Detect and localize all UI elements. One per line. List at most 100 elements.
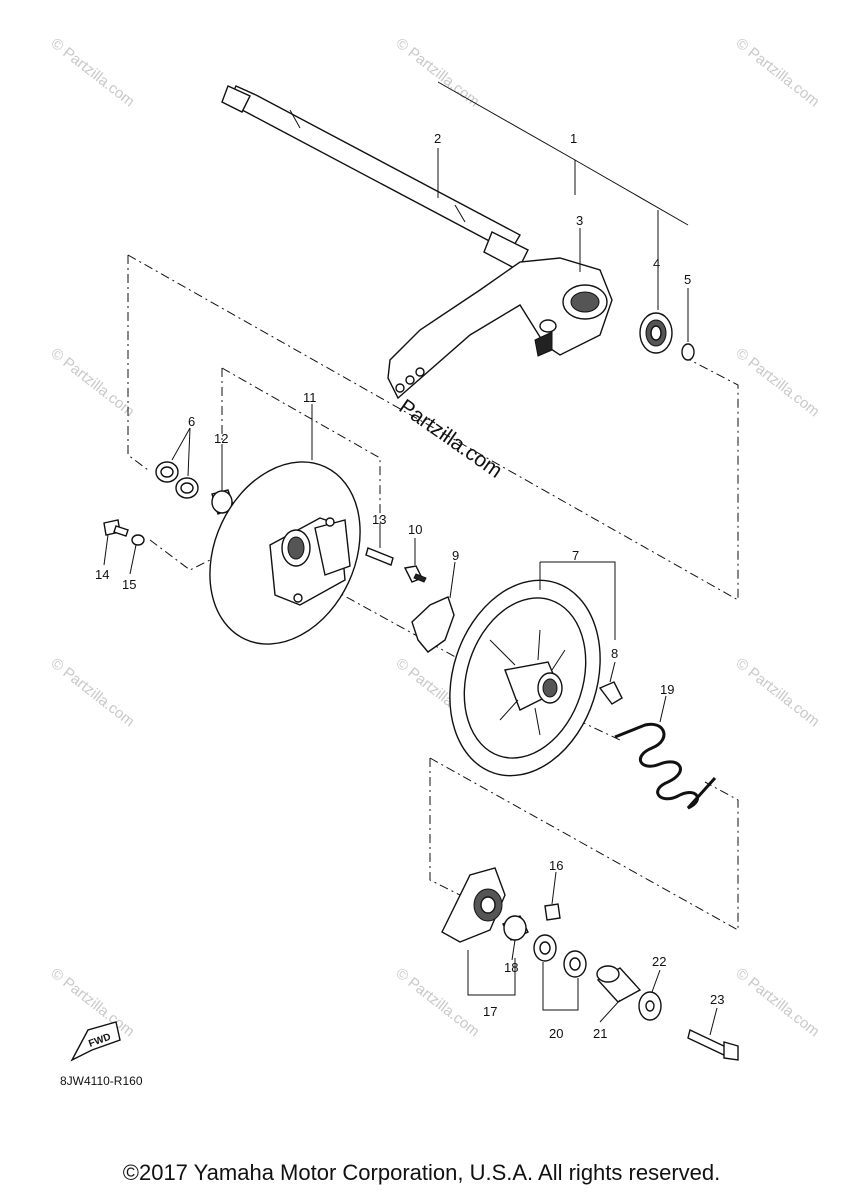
washer-22-hole [645, 1000, 655, 1012]
movable-rib [534, 707, 541, 736]
leader-20 [542, 962, 579, 1011]
part-washers-20 [533, 934, 587, 978]
fwd-arrow-shape [70, 1021, 121, 1062]
leader-7b [540, 561, 616, 640]
movable-rib [551, 649, 566, 671]
callout-6: 6 [188, 414, 195, 429]
callout-20: 20 [549, 1026, 563, 1041]
part-bolt-23 [687, 1029, 739, 1061]
nut-16-body [544, 903, 561, 921]
watermark: © Partzilla.com [393, 965, 483, 1041]
watermark: © Partzilla.com [733, 965, 823, 1041]
part-spring [614, 722, 717, 810]
sheave-bolt [325, 517, 335, 527]
leader-9 [449, 561, 456, 599]
axis-line-2 [329, 587, 471, 666]
leader-22 [651, 969, 661, 993]
callout-labels: 1 2 3 4 5 6 7 8 9 10 11 12 13 14 15 16 1… [95, 131, 724, 1041]
callout-13: 13 [372, 512, 386, 527]
movable-rib [489, 639, 516, 666]
callout-22: 22 [652, 954, 666, 969]
bushing-end [211, 490, 233, 514]
part-bushing-12 [211, 489, 235, 515]
axis-line-3 [559, 711, 621, 741]
movable-bore-inner [542, 678, 558, 698]
diagram-code: 8JW4110-R160 [60, 1074, 143, 1088]
part-bolt-14 [103, 519, 129, 537]
callout-18: 18 [504, 960, 518, 975]
part-circlip [681, 343, 695, 361]
leader-17 [467, 950, 516, 996]
watermark: © Partzilla.com [733, 345, 823, 421]
part-bearing [639, 312, 673, 354]
arm-body [387, 257, 613, 400]
arm-lug [539, 319, 557, 333]
callout-15: 15 [122, 577, 136, 592]
callout-21: 21 [593, 1026, 607, 1041]
leader-1b [574, 159, 689, 226]
watermark-layer: © Partzilla.com © Partzilla.com © Partzi… [48, 35, 823, 1041]
part-shaft [221, 85, 529, 271]
collar-end [596, 965, 620, 983]
arm-bore-inner [570, 291, 600, 313]
leader-16 [551, 871, 557, 905]
callout-8: 8 [611, 646, 618, 661]
part-stud [365, 547, 394, 566]
leader-19 [659, 695, 667, 723]
leader-18 [511, 939, 516, 961]
part-washer-22 [638, 991, 662, 1021]
frame-hub-top [221, 367, 381, 548]
bolt-23-shank [687, 1029, 729, 1057]
leader-8 [609, 661, 616, 683]
callout-3: 3 [576, 213, 583, 228]
washer-6a-hole [160, 466, 174, 478]
leader-21 [599, 999, 621, 1023]
callout-19: 19 [660, 682, 674, 697]
callout-1: 1 [570, 131, 577, 146]
part-fixed-sheave [209, 461, 361, 645]
leader-6b [187, 427, 191, 477]
shaft-ridge [454, 204, 466, 223]
spring-coils [614, 722, 717, 810]
callout-4: 4 [653, 256, 660, 271]
arm-hole [405, 375, 415, 385]
callout-7: 7 [572, 548, 579, 563]
frame-top-diagonal [127, 254, 739, 601]
watermark: © Partzilla.com [733, 35, 823, 111]
fwd-arrow: FWD [70, 1021, 121, 1062]
callout-2: 2 [434, 131, 441, 146]
part-washer-15 [131, 534, 145, 546]
stud-body [365, 547, 394, 566]
part-gasket [411, 596, 455, 653]
watermark: © Partzilla.com [48, 35, 138, 111]
part-washers-6 [155, 461, 199, 499]
frame-lower [429, 758, 471, 901]
part-bushing-18 [502, 915, 529, 941]
sheave-bolt [293, 593, 303, 603]
nut-thread [413, 573, 427, 583]
callout-9: 9 [452, 548, 459, 563]
leader-15 [129, 544, 137, 575]
copyright-notice: ©2017 Yamaha Motor Corporation, U.S.A. A… [122, 1160, 721, 1185]
part-movable-sheave [449, 579, 601, 777]
part-slider [598, 681, 623, 705]
part-arm [387, 257, 613, 400]
cam-bearing-inner [480, 896, 496, 914]
bearing-inner [650, 325, 662, 341]
callout-10: 10 [408, 522, 422, 537]
movable-rib [499, 699, 519, 721]
washer-20a-hole [539, 941, 551, 955]
callout-12: 12 [214, 431, 228, 446]
leader-23 [709, 1007, 718, 1036]
leader-lines [103, 81, 718, 1036]
leader-6 [171, 427, 191, 461]
frame-top [127, 255, 149, 471]
assembly-frames [127, 254, 739, 931]
bolt-23-head [723, 1041, 739, 1061]
part-collar-21 [596, 965, 642, 1003]
watermark: © Partzilla.com [48, 655, 138, 731]
arm-hole [415, 367, 425, 377]
callout-17: 17 [483, 1004, 497, 1019]
watermark: © Partzilla.com [393, 35, 483, 111]
